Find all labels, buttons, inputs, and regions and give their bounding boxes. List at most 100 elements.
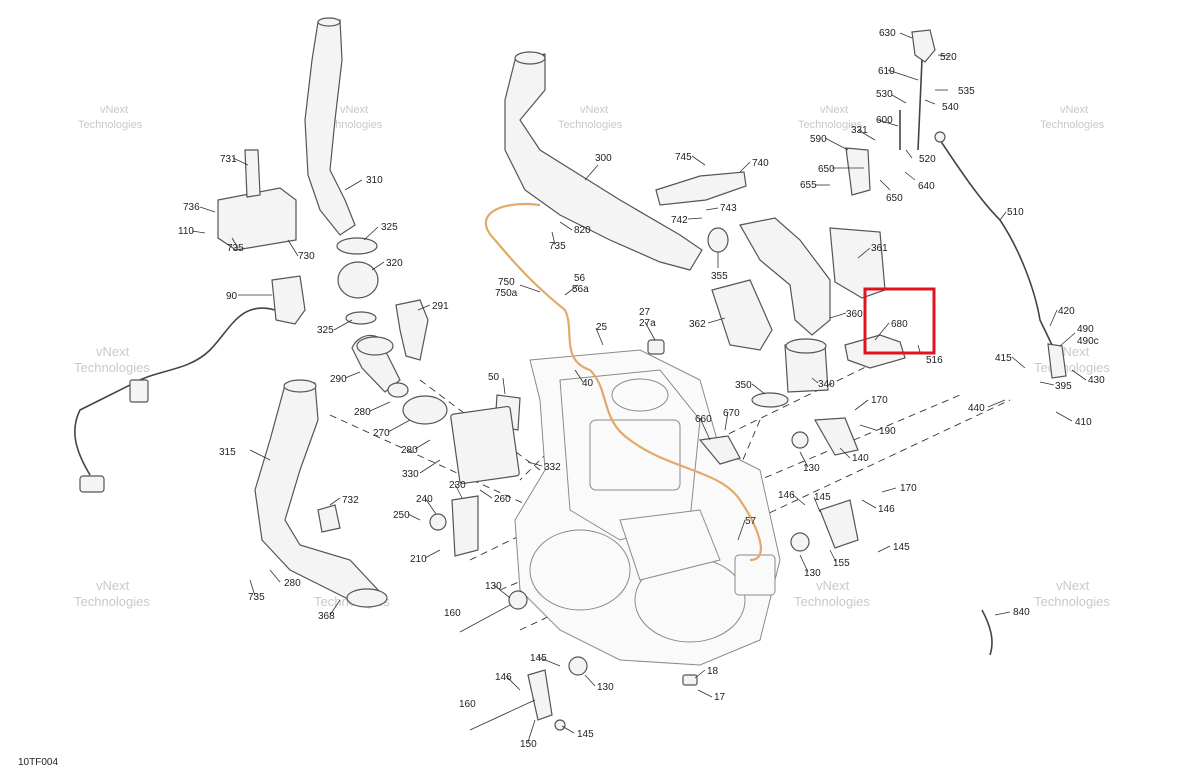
left-parts (217, 17, 521, 608)
callout-label: 160 (459, 699, 476, 710)
callout-label: 27a (639, 318, 656, 329)
callout-label: 490c (1077, 336, 1099, 347)
callout-label: 310 (366, 175, 383, 186)
watermark-line2: Technologies (794, 594, 870, 609)
callout-label: 530 (876, 89, 893, 100)
callout-label: 290 (330, 374, 347, 385)
callout-label: 250 (393, 510, 410, 521)
callout-label: 56 (574, 273, 586, 284)
callout-label: 146 (878, 504, 895, 515)
callout-label: 395 (1055, 381, 1072, 392)
callout-label: 130 (803, 463, 820, 474)
watermark-line1: vNext (1060, 104, 1088, 116)
callout-label: 735 (227, 243, 244, 254)
watermark-line2: Technologies (74, 360, 150, 375)
callout-label: 600 (876, 115, 893, 126)
watermark-line2: Technologies (558, 119, 623, 131)
callout-label: 510 (1007, 207, 1024, 218)
callout-label: 520 (919, 154, 936, 165)
callout-label: 130 (804, 568, 821, 579)
watermark-line1: vNext (1056, 578, 1090, 593)
callout-labels: 630 520 610 535 530 540 600 331 590 520 … (178, 28, 1105, 750)
callout-label: 680 (891, 319, 908, 330)
callout-label: 332 (544, 462, 561, 473)
callout-label: 230 (449, 480, 466, 491)
leader-lines (191, 32, 1087, 743)
callout-label: 340 (818, 379, 835, 390)
callout-label: 315 (219, 447, 236, 458)
callout-label: 56a (572, 284, 589, 295)
callout-label: 535 (958, 86, 975, 97)
callout-label: 430 (1088, 375, 1105, 386)
callout-label: 368 (318, 611, 335, 622)
callout-label: 27 (639, 307, 651, 318)
upper-center-parts (504, 51, 906, 465)
callout-label: 540 (942, 102, 959, 113)
callout-label: 520 (940, 52, 957, 63)
callout-label: 210 (410, 554, 427, 565)
callout-label: 280 (354, 407, 371, 418)
callout-label: 170 (900, 483, 917, 494)
callout-label: 260 (494, 494, 511, 505)
callout-label: 360 (846, 309, 863, 320)
callout-label: 742 (671, 215, 688, 226)
callout-label: 490 (1077, 324, 1094, 335)
watermark-line2: Technologies (78, 119, 143, 131)
callout-label: 820 (574, 225, 591, 236)
callout-label: 361 (871, 243, 888, 254)
watermark-line1: vNext (96, 578, 130, 593)
callout-label: 18 (707, 666, 719, 677)
callout-label: 270 (373, 428, 390, 439)
callout-label: 410 (1075, 417, 1092, 428)
callout-label: 145 (893, 542, 910, 553)
callout-label: 745 (675, 152, 692, 163)
callout-label: 280 (284, 578, 301, 589)
callout-label: 145 (814, 492, 831, 503)
callout-label: 362 (689, 319, 706, 330)
highlight-box (863, 287, 936, 355)
watermark-line1: vNext (340, 104, 368, 116)
callout-label: 331 (851, 125, 868, 136)
callout-label: 330 (402, 469, 419, 480)
callout-label: 50 (488, 372, 500, 383)
callout-label: 440 (968, 403, 985, 414)
callout-label: 300 (595, 153, 612, 164)
watermark-line1: vNext (96, 344, 130, 359)
wire-harness (74, 203, 762, 562)
callout-label: 730 (298, 251, 315, 262)
callout-label: 145 (577, 729, 594, 740)
callout-label: 640 (918, 181, 935, 192)
callout-label: 590 (810, 134, 827, 145)
callout-label: 130 (597, 682, 614, 693)
callout-label: 145 (530, 653, 547, 664)
watermark-line1: vNext (816, 578, 850, 593)
callout-label: 750a (495, 288, 518, 299)
watermark-line2: Technologies (1034, 594, 1110, 609)
callout-label: 150 (520, 739, 537, 750)
callout-label: 355 (711, 271, 728, 282)
callout-label: 750 (498, 277, 515, 288)
callout-label: 110 (178, 226, 194, 237)
callout-label: 740 (752, 158, 769, 169)
engine-assembly (514, 349, 781, 666)
callout-label: 57 (745, 516, 757, 527)
callout-label: 325 (317, 325, 334, 336)
diagram-code: 10TF004 (18, 757, 58, 768)
callout-label: 350 (735, 380, 752, 391)
callout-label: 731 (220, 154, 237, 165)
watermark-line1: vNext (1056, 344, 1090, 359)
callout-label: 291 (432, 301, 449, 312)
callout-label: 735 (549, 241, 566, 252)
lower-parts (459, 590, 698, 731)
callout-label: 25 (596, 322, 608, 333)
callout-label: 655 (800, 180, 817, 191)
callout-label: 155 (833, 558, 850, 569)
watermark-line2: Technologies (74, 594, 150, 609)
watermark-line2: Technologies (1034, 360, 1110, 375)
callout-label: 325 (381, 222, 398, 233)
callout-label: 660 (695, 414, 712, 425)
callout-label: 516 (926, 355, 943, 366)
callout-label: 140 (852, 453, 869, 464)
watermark-line1: vNext (820, 104, 848, 116)
callout-label: 650 (818, 164, 835, 175)
